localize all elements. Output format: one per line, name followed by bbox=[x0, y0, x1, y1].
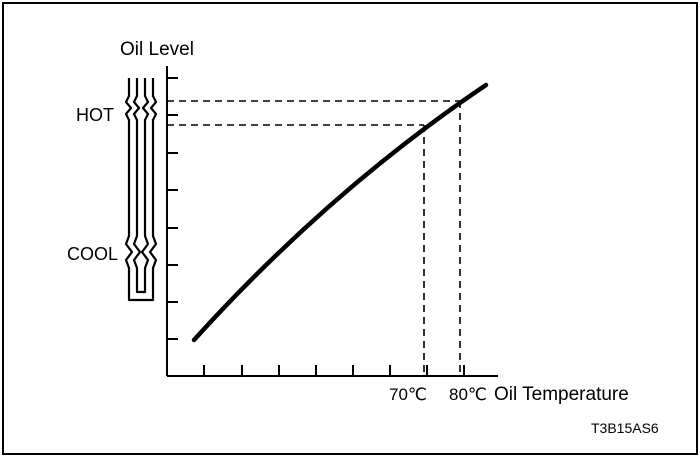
y-axis-label: Oil Level bbox=[120, 39, 194, 60]
hot-mark-label: HOT bbox=[76, 105, 114, 125]
oil-level-curve bbox=[191, 82, 489, 343]
temp-70-label: 70℃ bbox=[389, 385, 427, 404]
x-axis-label: Oil Temperature bbox=[494, 384, 629, 405]
temp-80-label: 80℃ bbox=[449, 385, 487, 404]
cool-mark-label: COOL bbox=[67, 244, 118, 264]
y-axis-ticks bbox=[167, 77, 178, 340]
dipstick-icon bbox=[124, 78, 158, 302]
x-axis-ticks bbox=[203, 365, 465, 376]
reference-lines bbox=[167, 100, 461, 376]
figure-code: T3B15AS6 bbox=[591, 420, 659, 436]
